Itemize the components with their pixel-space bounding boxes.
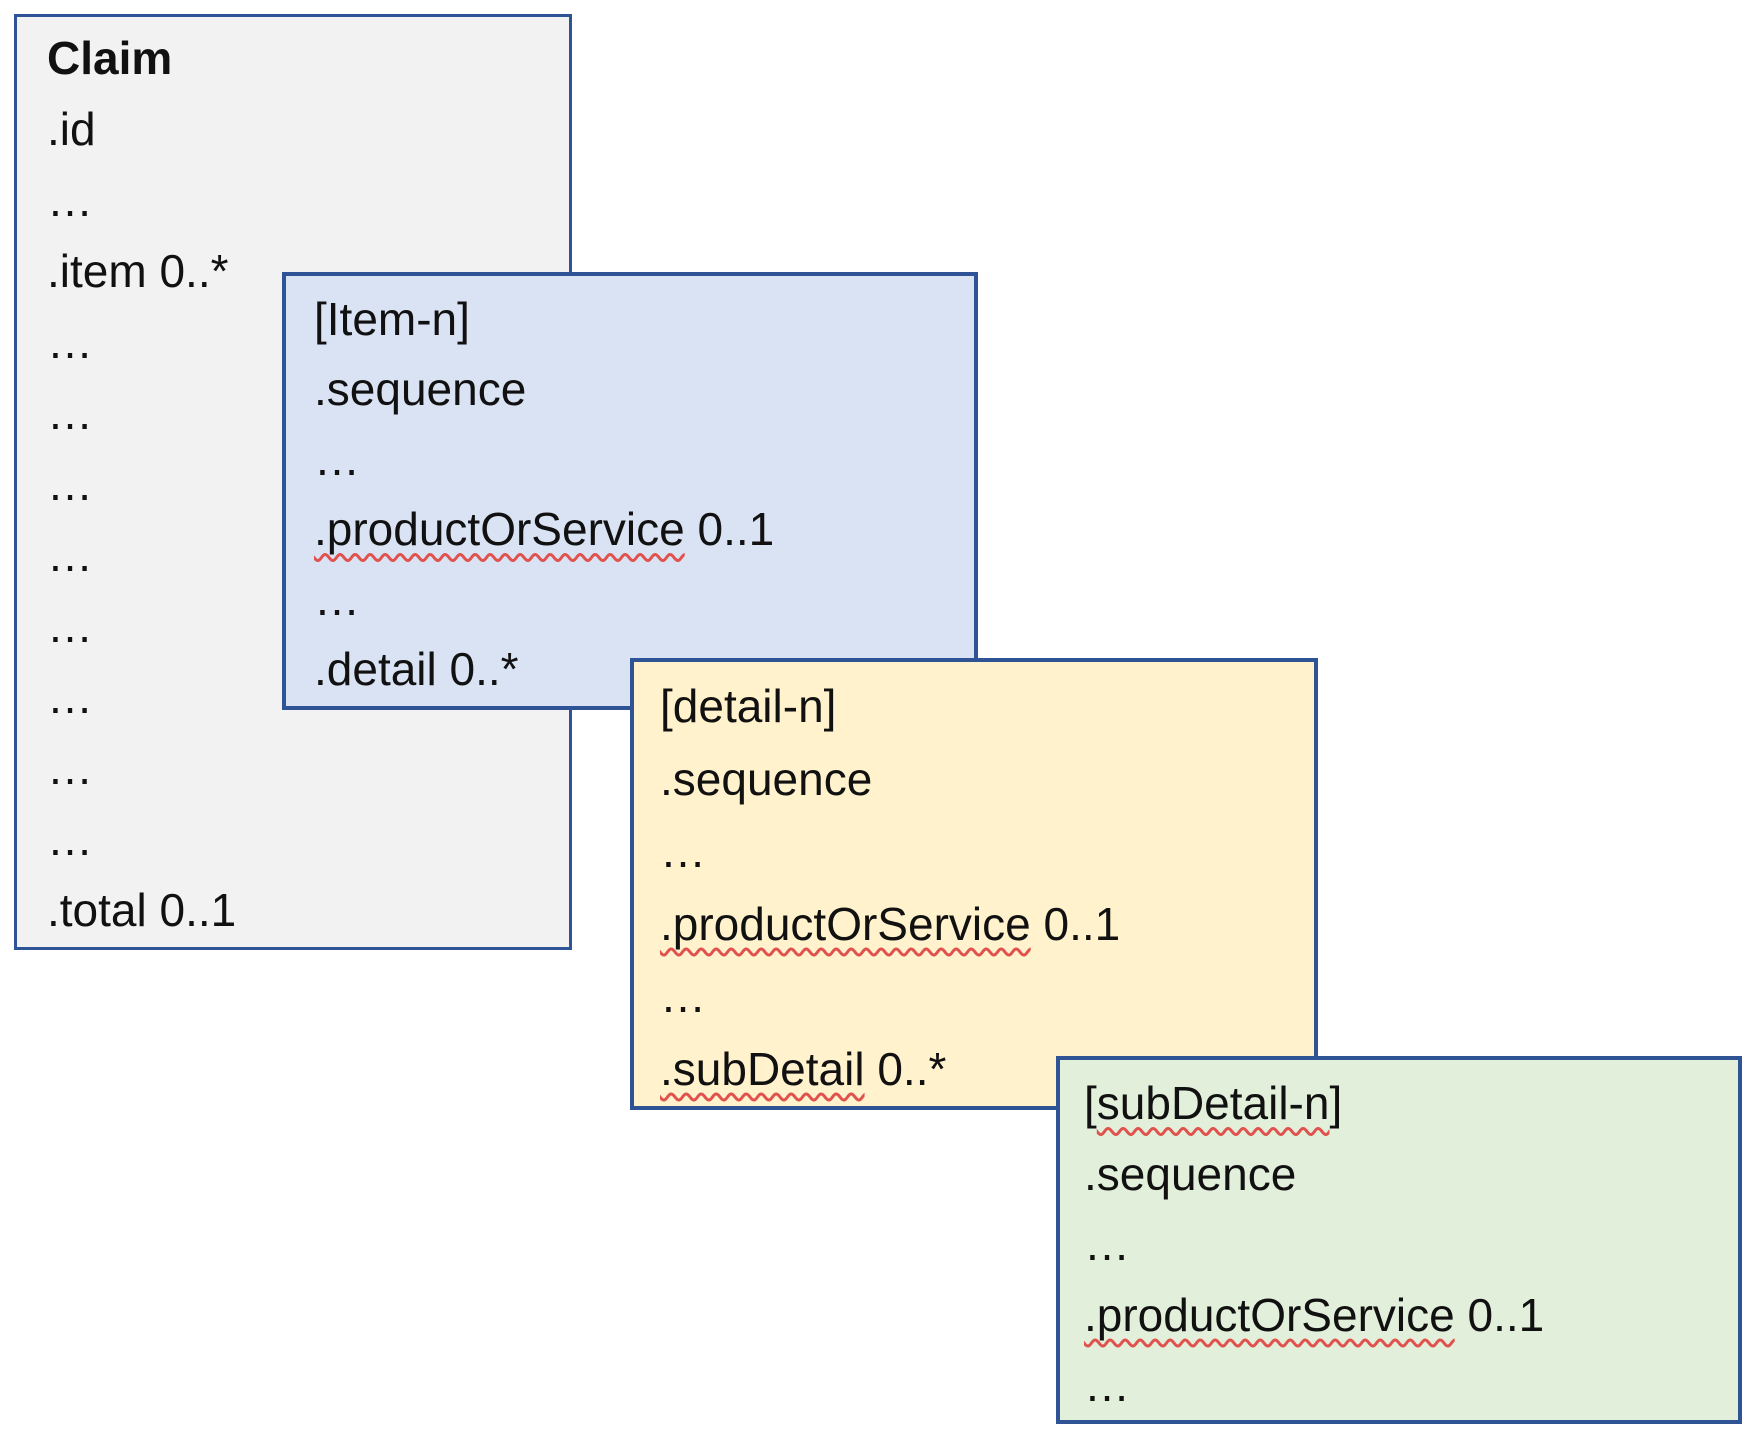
ellipsis-row: … (47, 813, 93, 865)
ellipsis-row: … (660, 825, 706, 877)
detail-field-productorservice: .productOrService 0..1 (660, 897, 1121, 950)
ellipsis-row: … (47, 671, 93, 723)
ellipsis-row: … (47, 316, 93, 368)
item-field-sequence: .sequence (314, 363, 527, 415)
ellipsis-row: … (47, 742, 93, 794)
ellipsis-row: … (47, 387, 93, 439)
ellipsis-row: … (314, 573, 360, 625)
claim-field-id: .id (47, 103, 96, 155)
claim-field-total: .total 0..1 (47, 884, 237, 936)
ellipsis-row: … (314, 433, 360, 485)
subdetail-field-sequence: .sequence (1084, 1147, 1297, 1200)
detail-field-sequence: .sequence (660, 752, 873, 805)
ellipsis-row: … (1084, 1359, 1130, 1411)
claim-field-item: .item 0..* (47, 245, 229, 297)
detail-box: [detail-n] .sequence … .productOrService… (630, 658, 1318, 1110)
subdetail-box-title: [subDetail-n] (1084, 1077, 1343, 1129)
subdetail-box: [subDetail-n] .sequence … .productOrServ… (1056, 1056, 1742, 1424)
subdetail-field-productorservice: .productOrService 0..1 (1084, 1288, 1545, 1341)
detail-box-title: [detail-n] (660, 680, 837, 732)
item-field-detail: .detail 0..* (314, 643, 519, 695)
ellipsis-row: … (1084, 1218, 1130, 1270)
ellipsis-row: … (660, 970, 706, 1022)
detail-field-subdetail: .subDetail 0..* (660, 1042, 947, 1095)
ellipsis-row: … (47, 600, 93, 652)
ellipsis-row: … (47, 529, 93, 581)
item-box: [Item-n] .sequence … .productOrService 0… (282, 272, 978, 710)
item-field-productorservice: .productOrService 0..1 (314, 503, 775, 555)
ellipsis-row: … (47, 458, 93, 510)
item-box-title: [Item-n] (314, 293, 470, 345)
ellipsis-row: … (47, 174, 93, 226)
claim-box-title: Claim (47, 32, 173, 84)
